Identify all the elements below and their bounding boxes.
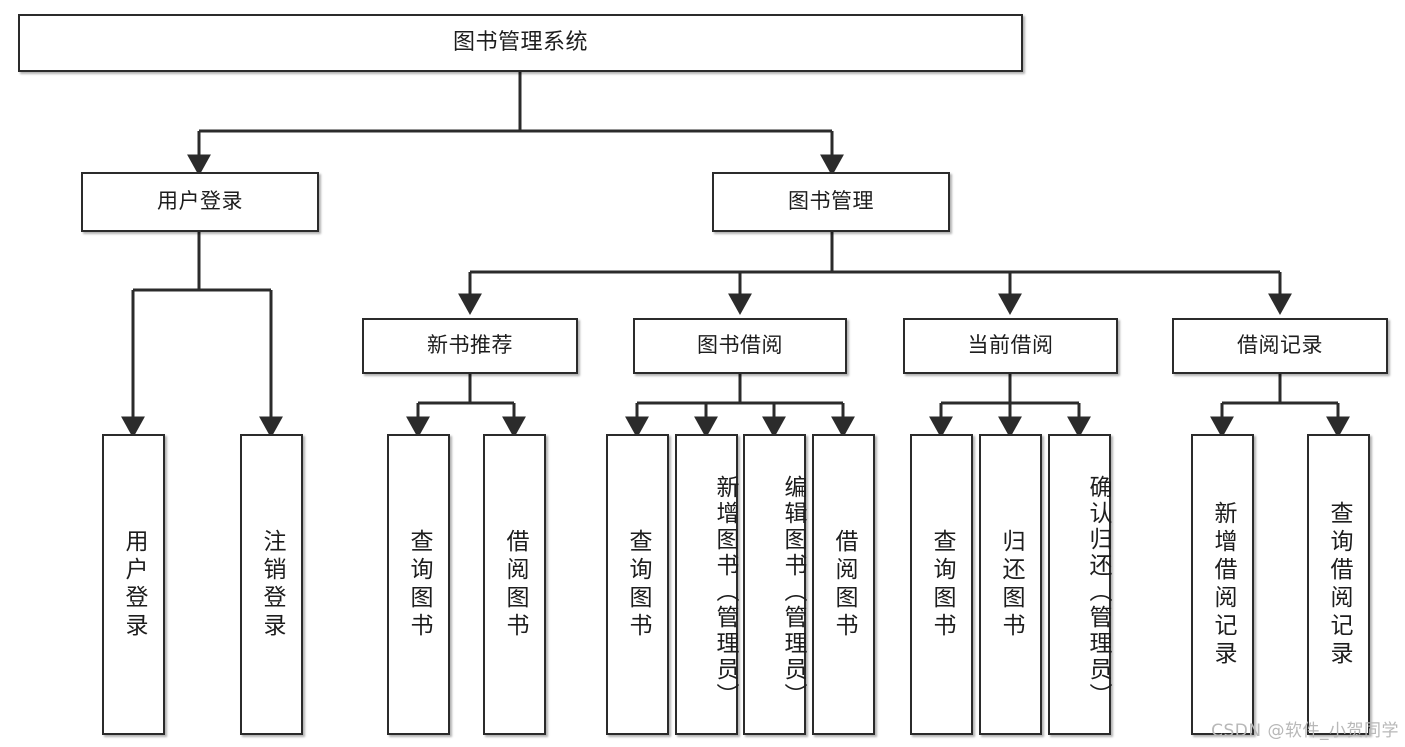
node-label: 新书推荐	[427, 333, 513, 358]
leaf-query-book-current[interactable]: 查询图书	[910, 434, 973, 735]
leaf-query-book-borrow[interactable]: 查询图书	[606, 434, 669, 735]
leaf-add-book-admin[interactable]: 新增图书（管理员）	[675, 434, 738, 735]
node-label: 图书管理	[788, 189, 874, 214]
node-label: 查询图书	[929, 528, 955, 641]
node-label: 图书借阅	[697, 333, 783, 358]
node-label: 借阅图书	[502, 528, 528, 641]
node-label: 用户登录	[157, 189, 243, 214]
leaf-confirm-return-admin[interactable]: 确认归还（管理员）	[1048, 434, 1111, 735]
leaf-add-borrow-record[interactable]: 新增借阅记录	[1191, 434, 1254, 735]
node-borrow-records[interactable]: 借阅记录	[1172, 318, 1388, 374]
leaf-user-login[interactable]: 用户登录	[102, 434, 165, 735]
leaf-edit-book-admin[interactable]: 编辑图书（管理员）	[743, 434, 806, 735]
node-book-management[interactable]: 图书管理	[712, 172, 950, 232]
node-label: 查询图书	[625, 528, 651, 641]
node-current-borrow[interactable]: 当前借阅	[903, 318, 1118, 374]
leaf-return-book[interactable]: 归还图书	[979, 434, 1042, 735]
node-label: 确认归还（管理员）	[1085, 474, 1111, 709]
node-label: 新增图书（管理员）	[712, 474, 738, 709]
node-label: 注销登录	[259, 528, 285, 641]
node-new-book-recommend[interactable]: 新书推荐	[362, 318, 578, 374]
node-label: 编辑图书（管理员）	[780, 474, 806, 709]
csdn-watermark: CSDN @软件_小贺同学	[1211, 721, 1399, 741]
node-label: 归还图书	[998, 528, 1024, 641]
node-label: 当前借阅	[967, 333, 1054, 358]
node-label: 查询图书	[406, 528, 432, 641]
leaf-borrow-book[interactable]: 借阅图书	[812, 434, 875, 735]
node-user-login[interactable]: 用户登录	[81, 172, 319, 232]
leaf-query-borrow-record[interactable]: 查询借阅记录	[1307, 434, 1370, 735]
leaf-logout[interactable]: 注销登录	[240, 434, 303, 735]
node-label: 借阅记录	[1237, 333, 1323, 358]
node-book-borrow[interactable]: 图书借阅	[633, 318, 847, 374]
node-label: 查询借阅记录	[1326, 500, 1352, 669]
node-root-system[interactable]: 图书管理系统	[18, 14, 1023, 72]
node-label: 图书管理系统	[452, 29, 588, 55]
leaf-borrow-book-recommend[interactable]: 借阅图书	[483, 434, 546, 735]
node-label: 借阅图书	[831, 528, 857, 641]
node-label: 用户登录	[121, 528, 147, 641]
leaf-query-book-recommend[interactable]: 查询图书	[387, 434, 450, 735]
node-label: 新增借阅记录	[1210, 500, 1236, 669]
